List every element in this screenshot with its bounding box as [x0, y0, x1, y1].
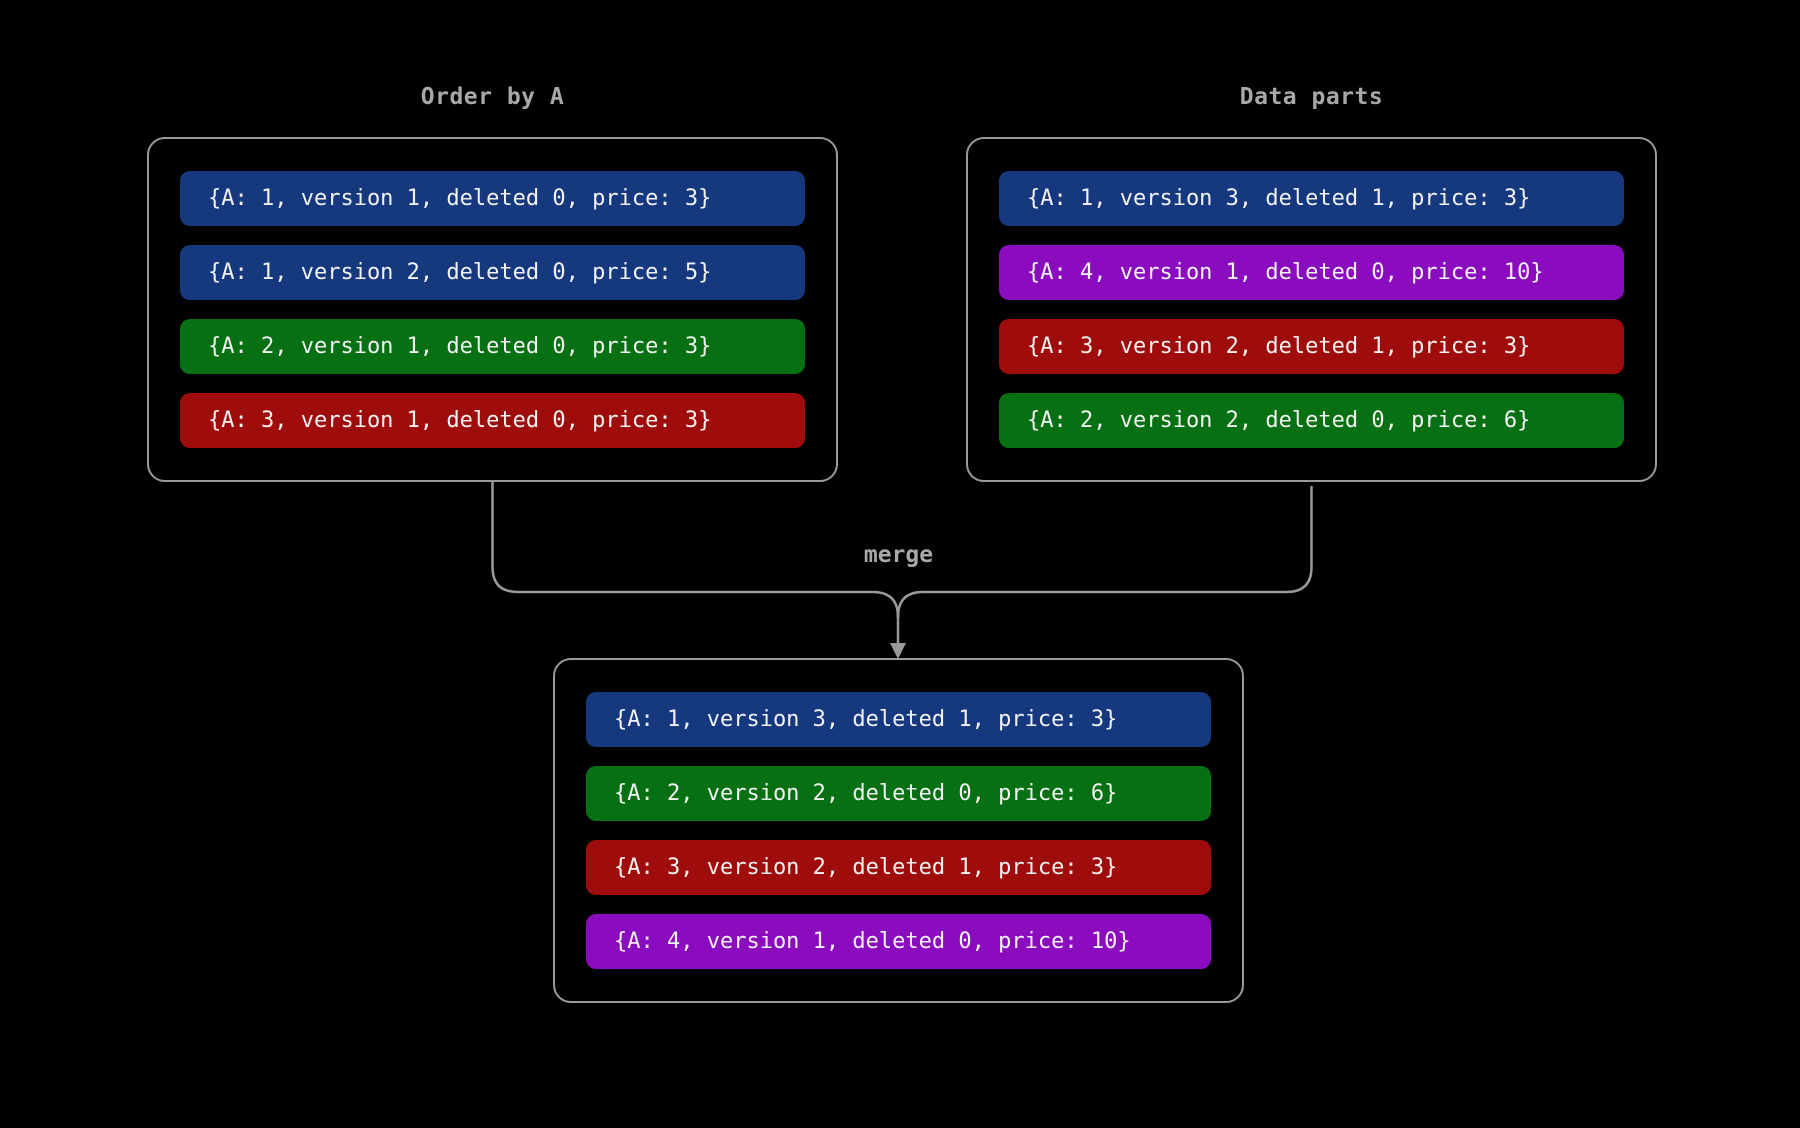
- merged-result-box: {A: 1, version 3, deleted 1, price: 3} {…: [553, 658, 1244, 1003]
- record-pill: {A: 3, version 2, deleted 1, price: 3}: [999, 319, 1624, 374]
- record-pill: {A: 1, version 2, deleted 0, price: 5}: [180, 245, 805, 300]
- data-parts-box: {A: 1, version 3, deleted 1, price: 3} {…: [966, 137, 1657, 482]
- record-pill: {A: 3, version 2, deleted 1, price: 3}: [586, 840, 1211, 895]
- record-pill: {A: 1, version 3, deleted 1, price: 3}: [999, 171, 1624, 226]
- record-pill: {A: 3, version 1, deleted 0, price: 3}: [180, 393, 805, 448]
- left-box-title: Order by A: [420, 84, 565, 110]
- arrowhead-icon: [890, 643, 906, 659]
- record-pill: {A: 1, version 3, deleted 1, price: 3}: [586, 692, 1211, 747]
- record-pill: {A: 2, version 2, deleted 0, price: 6}: [999, 393, 1624, 448]
- merge-label: merge: [863, 542, 934, 568]
- record-pill: {A: 4, version 1, deleted 0, price: 10}: [586, 914, 1211, 969]
- right-box-title: Data parts: [1239, 84, 1384, 110]
- order-by-a-box: {A: 1, version 1, deleted 0, price: 3} {…: [147, 137, 838, 482]
- record-pill: {A: 4, version 1, deleted 0, price: 10}: [999, 245, 1624, 300]
- record-pill: {A: 1, version 1, deleted 0, price: 3}: [180, 171, 805, 226]
- record-pill: {A: 2, version 1, deleted 0, price: 3}: [180, 319, 805, 374]
- record-pill: {A: 2, version 2, deleted 0, price: 6}: [586, 766, 1211, 821]
